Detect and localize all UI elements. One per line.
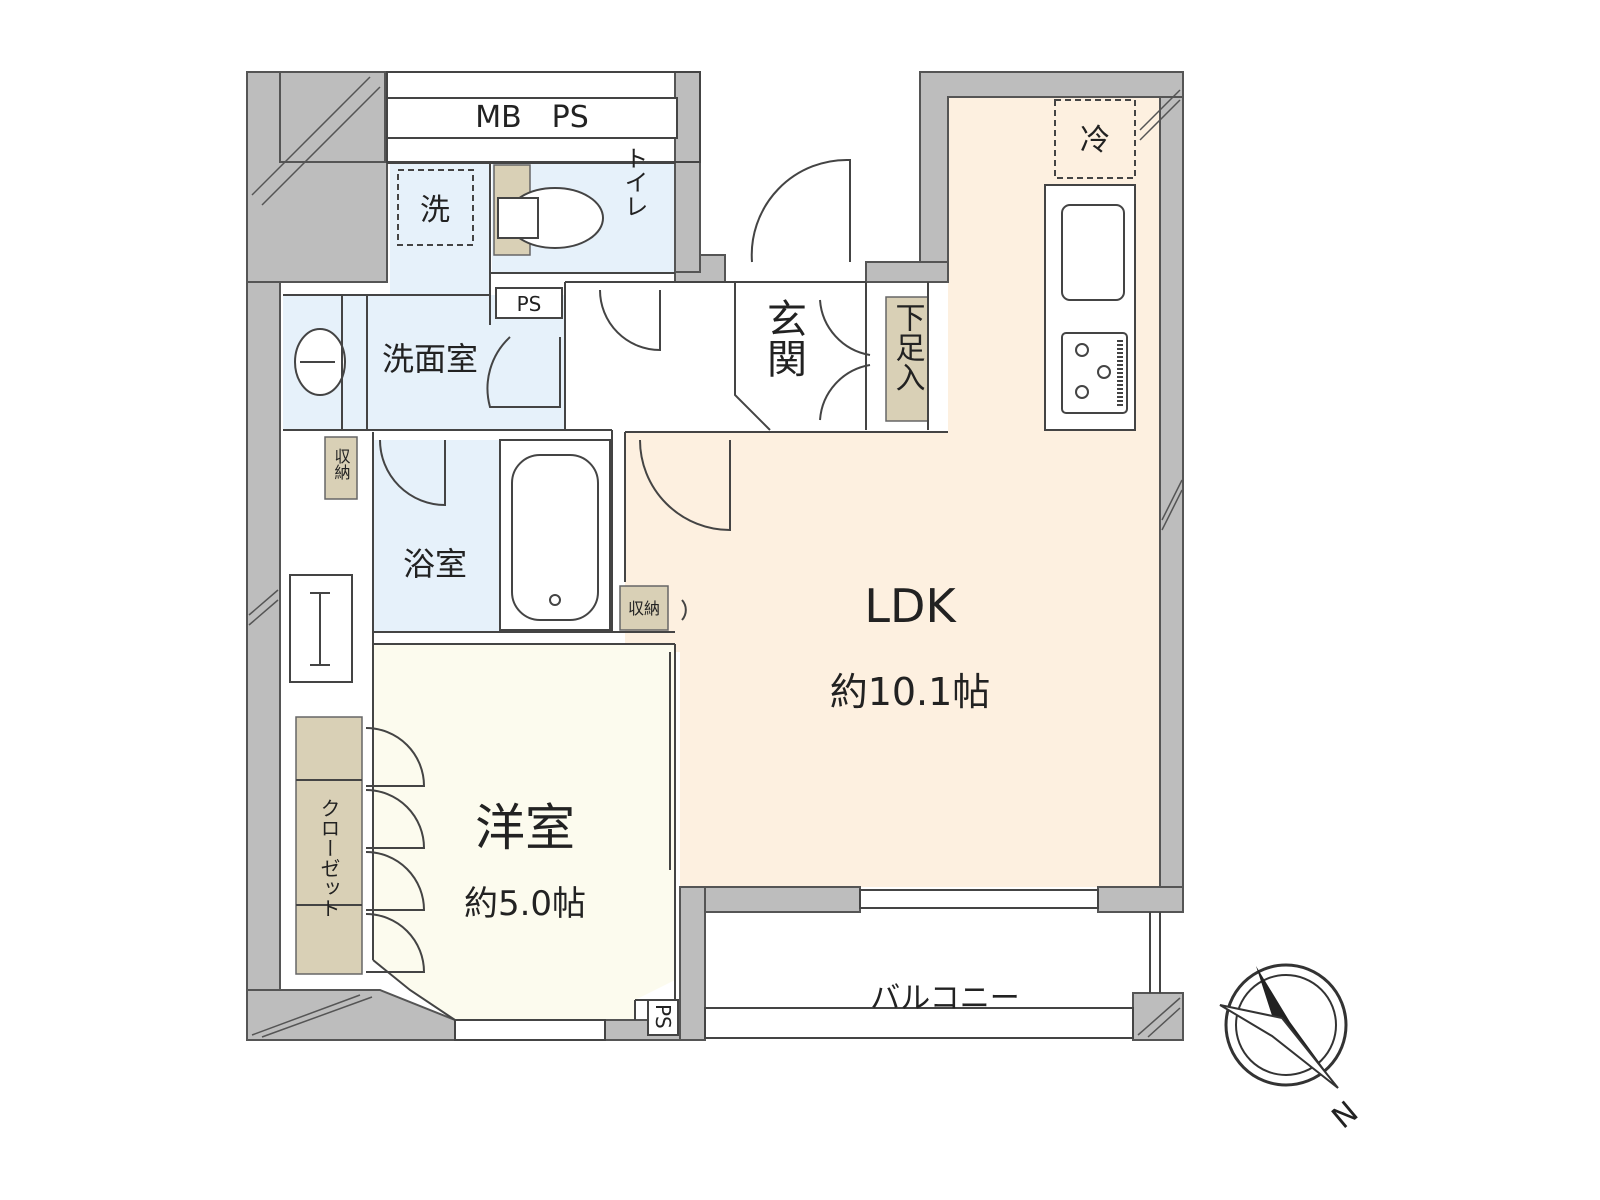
entrance-label: 玄関: [760, 298, 806, 378]
kitchen-counter: [1044, 184, 1136, 431]
storage-center-label: 収納: [628, 599, 660, 618]
bath-label: 浴室: [403, 545, 467, 583]
ps-bottom-box: [647, 999, 679, 1036]
mb-ps-label: MB PS: [475, 100, 589, 135]
walls: [246, 71, 1184, 1041]
kitchen-stove: [1061, 332, 1128, 414]
compass-needle-light: [1219, 1004, 1339, 1089]
compass: N: [1219, 963, 1365, 1136]
wall-ldk-bottom-left: [679, 886, 861, 913]
wall-toilet-right: [674, 71, 701, 273]
wall-right: [1159, 71, 1184, 906]
toilet-ps-label: PS: [517, 292, 542, 316]
wall-top-left: [279, 71, 386, 163]
labels: MB PS 洗 PS 洗面室 浴室 LDK 約10.1帖 洋室 約5.0帖 バル…: [317, 100, 1110, 1029]
mb-ps-box: [386, 97, 678, 139]
storage-left-label: 収納: [332, 448, 351, 481]
wall-ldk-bottom-right: [1097, 886, 1184, 913]
ldk-window: [859, 889, 1099, 909]
closet-label: クローゼット: [317, 798, 341, 918]
laundry-box: [397, 169, 474, 246]
balcony-label: バルコニー: [870, 981, 1019, 1016]
shoe-storage-label: 下足入: [890, 302, 925, 392]
wall-entrance-top-right: [865, 261, 949, 283]
storage-center-fill: [619, 585, 669, 631]
storage-left-fill: [324, 436, 358, 500]
fridge-box: [1054, 99, 1136, 179]
closet-fill: [295, 716, 363, 975]
bathtub: [511, 454, 599, 621]
wall-balcony-left: [679, 886, 706, 1041]
balcony-rail: [704, 1007, 1134, 1039]
toilet-ps-box: [495, 287, 563, 319]
ldk-label: LDK: [864, 579, 957, 633]
ldk-area-label: 約10.1帖: [830, 670, 991, 714]
compass-north-label: N: [1325, 1095, 1365, 1136]
shoe-storage-fill: [885, 296, 929, 422]
ldk-fill: [625, 97, 1160, 887]
western-room-label: 洋室: [475, 799, 575, 857]
western-room-fill: [373, 644, 675, 1020]
bathtub-frame: [499, 439, 611, 631]
ps-bottom-label: PS: [651, 1004, 675, 1029]
washroom-label: 洗面室: [382, 340, 478, 378]
western-area-label: 約5.0帖: [464, 884, 586, 924]
laundry-area-fill: [390, 163, 490, 298]
compass-ring-outer: [1224, 963, 1348, 1087]
western-window: [454, 1019, 606, 1041]
kitchen-sink: [1061, 204, 1125, 301]
partitions: [283, 71, 1161, 1041]
fridge-label: 冷: [1080, 123, 1110, 158]
toilet-label: トイレ: [620, 146, 648, 218]
compass-ring-inner: [1235, 974, 1337, 1076]
laundry-label: 洗: [420, 193, 450, 228]
